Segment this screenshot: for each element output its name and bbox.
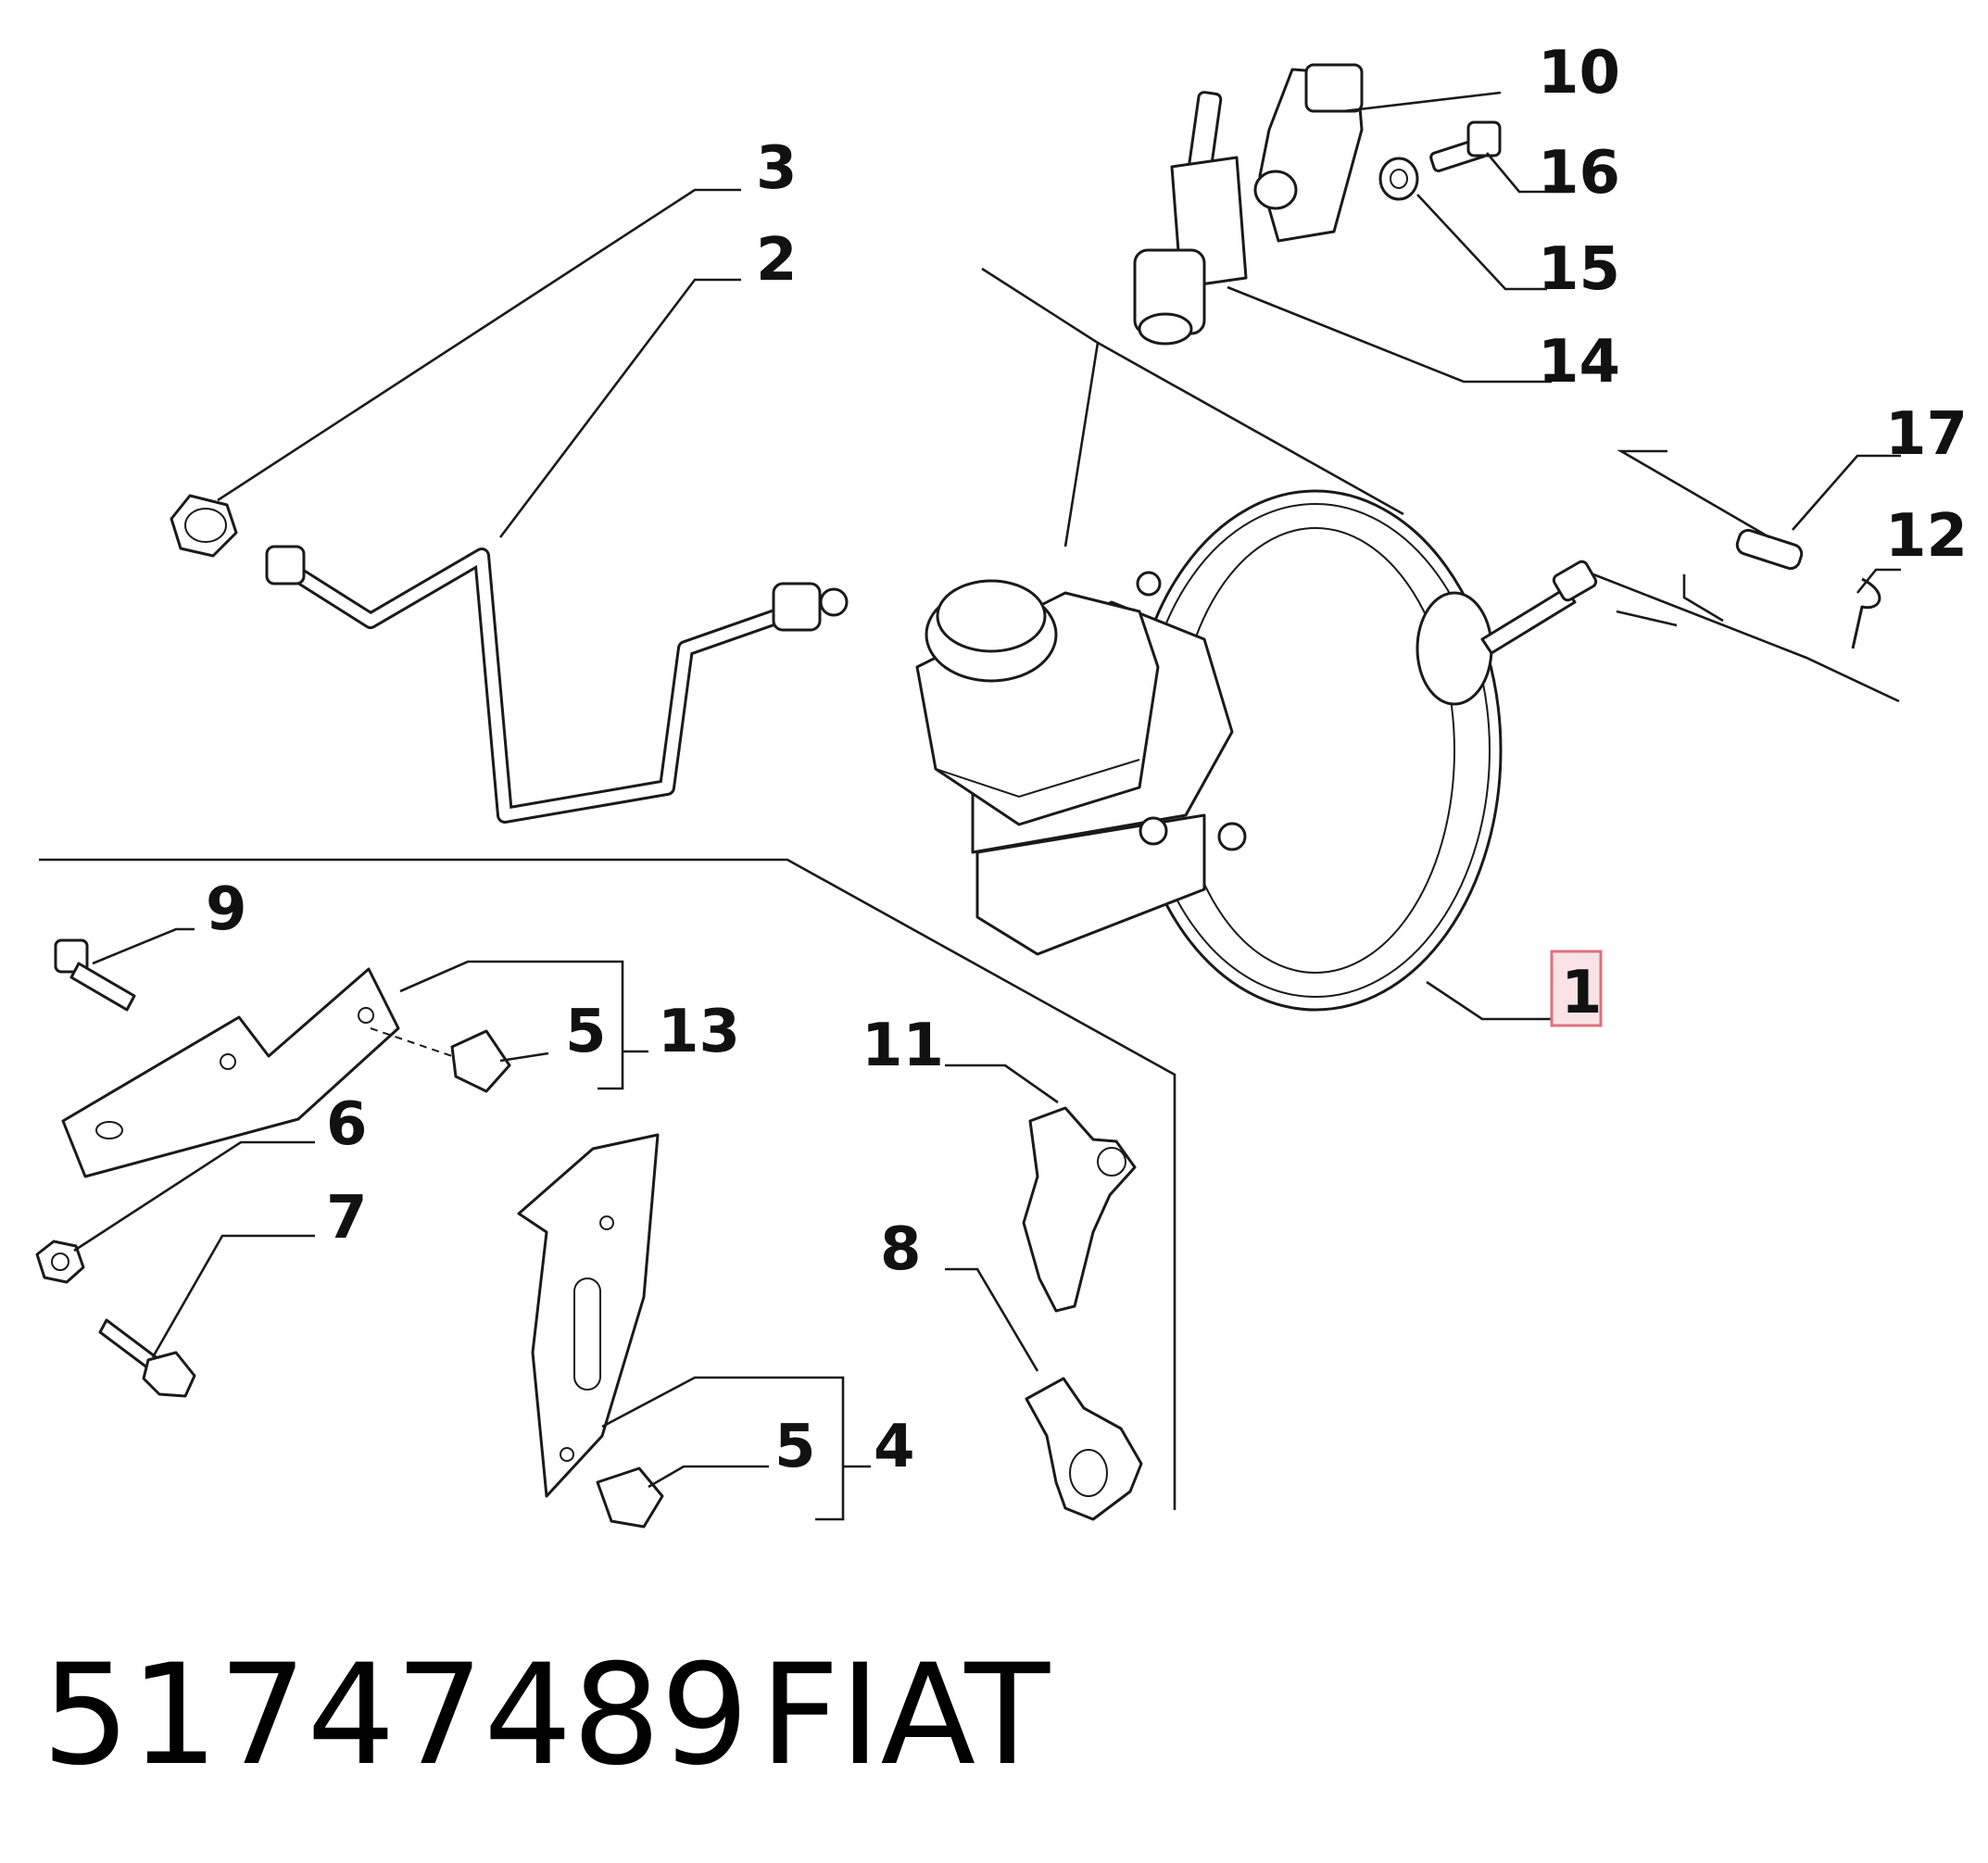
section-divider-line [39,858,1176,1510]
callout-15[interactable]: 15 [1538,235,1620,304]
callout-12[interactable]: 12 [1885,502,1968,571]
sensor-bracket [1253,63,1364,243]
callout-5-upper[interactable]: 5 [565,998,607,1066]
callout-9[interactable]: 9 [206,875,247,944]
nut-6 [35,1240,85,1284]
split-pin-12 [1851,577,1881,649]
pin-17 [1735,528,1804,571]
callout-3[interactable]: 3 [756,134,798,203]
washer-15 [1378,157,1419,201]
bracket-4 [517,1133,660,1498]
clip-11 [1022,1106,1137,1313]
callout-17[interactable]: 17 [1885,400,1968,469]
clip-5-lower [596,1466,664,1529]
callout-2[interactable]: 2 [756,226,798,295]
clip-8 [1025,1377,1143,1521]
screw-7 [98,1318,196,1398]
callout-11[interactable]: 11 [862,1012,944,1080]
callout-5-lower[interactable]: 5 [774,1413,816,1481]
callout-13[interactable]: 13 [658,998,740,1066]
bolt-9 [54,938,136,1012]
part-number: 51747489 [42,1635,749,1796]
clip-5-upper [450,1029,511,1093]
pipe-clip [170,494,238,558]
brake-pipe [265,545,849,824]
callout-14[interactable]: 14 [1538,328,1620,397]
highlight-box-callout-1 [1550,950,1603,1027]
brake-booster-assembly [915,489,1598,1012]
callout-4[interactable]: 4 [874,1413,915,1481]
callout-7[interactable]: 7 [326,1184,368,1252]
callout-6[interactable]: 6 [326,1090,368,1159]
callout-8[interactable]: 8 [880,1215,922,1284]
leader-lines [73,91,1901,1521]
callout-10[interactable]: 10 [1538,39,1620,107]
hose-fitting [1133,91,1248,346]
callout-1[interactable]: 1 [1561,959,1603,1027]
bracket-13 [61,967,400,1178]
brand-name: FIAT [760,1635,1051,1796]
callout-16[interactable]: 16 [1538,139,1620,208]
bolt-16 [1429,120,1502,172]
